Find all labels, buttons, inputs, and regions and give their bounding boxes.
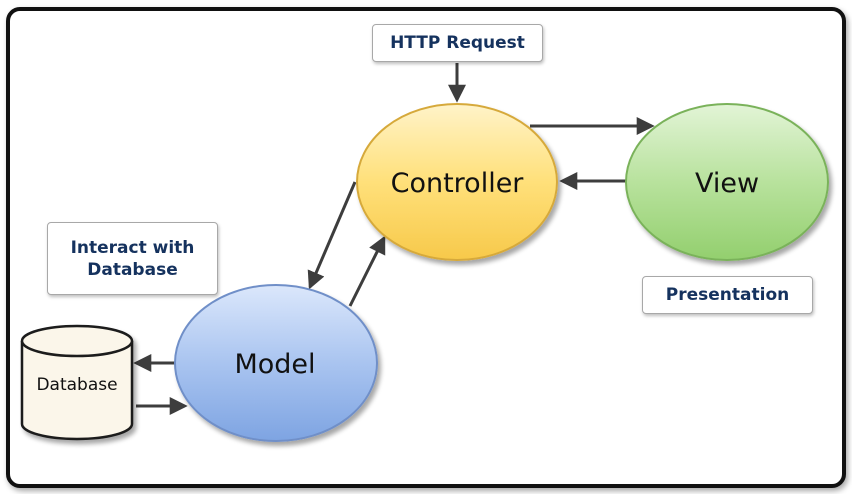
- interact-database-text: Interact with Database: [70, 237, 195, 280]
- controller-to-model-arrow: [307, 181, 357, 290]
- model-label: Model: [234, 349, 315, 380]
- controller-label: Controller: [391, 168, 525, 199]
- presentation-text: Presentation: [665, 285, 790, 305]
- view-label: View: [695, 168, 759, 199]
- presentation-label: Presentation: [642, 276, 813, 314]
- model-node: [174, 284, 378, 442]
- model-to-controller-arrow: [348, 235, 386, 307]
- http-request-label: HTTP Request: [372, 24, 543, 62]
- controller-node: [356, 103, 558, 261]
- interact-database-label: Interact with Database: [47, 222, 218, 295]
- database-label: Database: [36, 375, 117, 395]
- http-request-text: HTTP Request: [390, 33, 525, 53]
- view-node: [625, 103, 829, 261]
- database-cylinder: [20, 324, 134, 441]
